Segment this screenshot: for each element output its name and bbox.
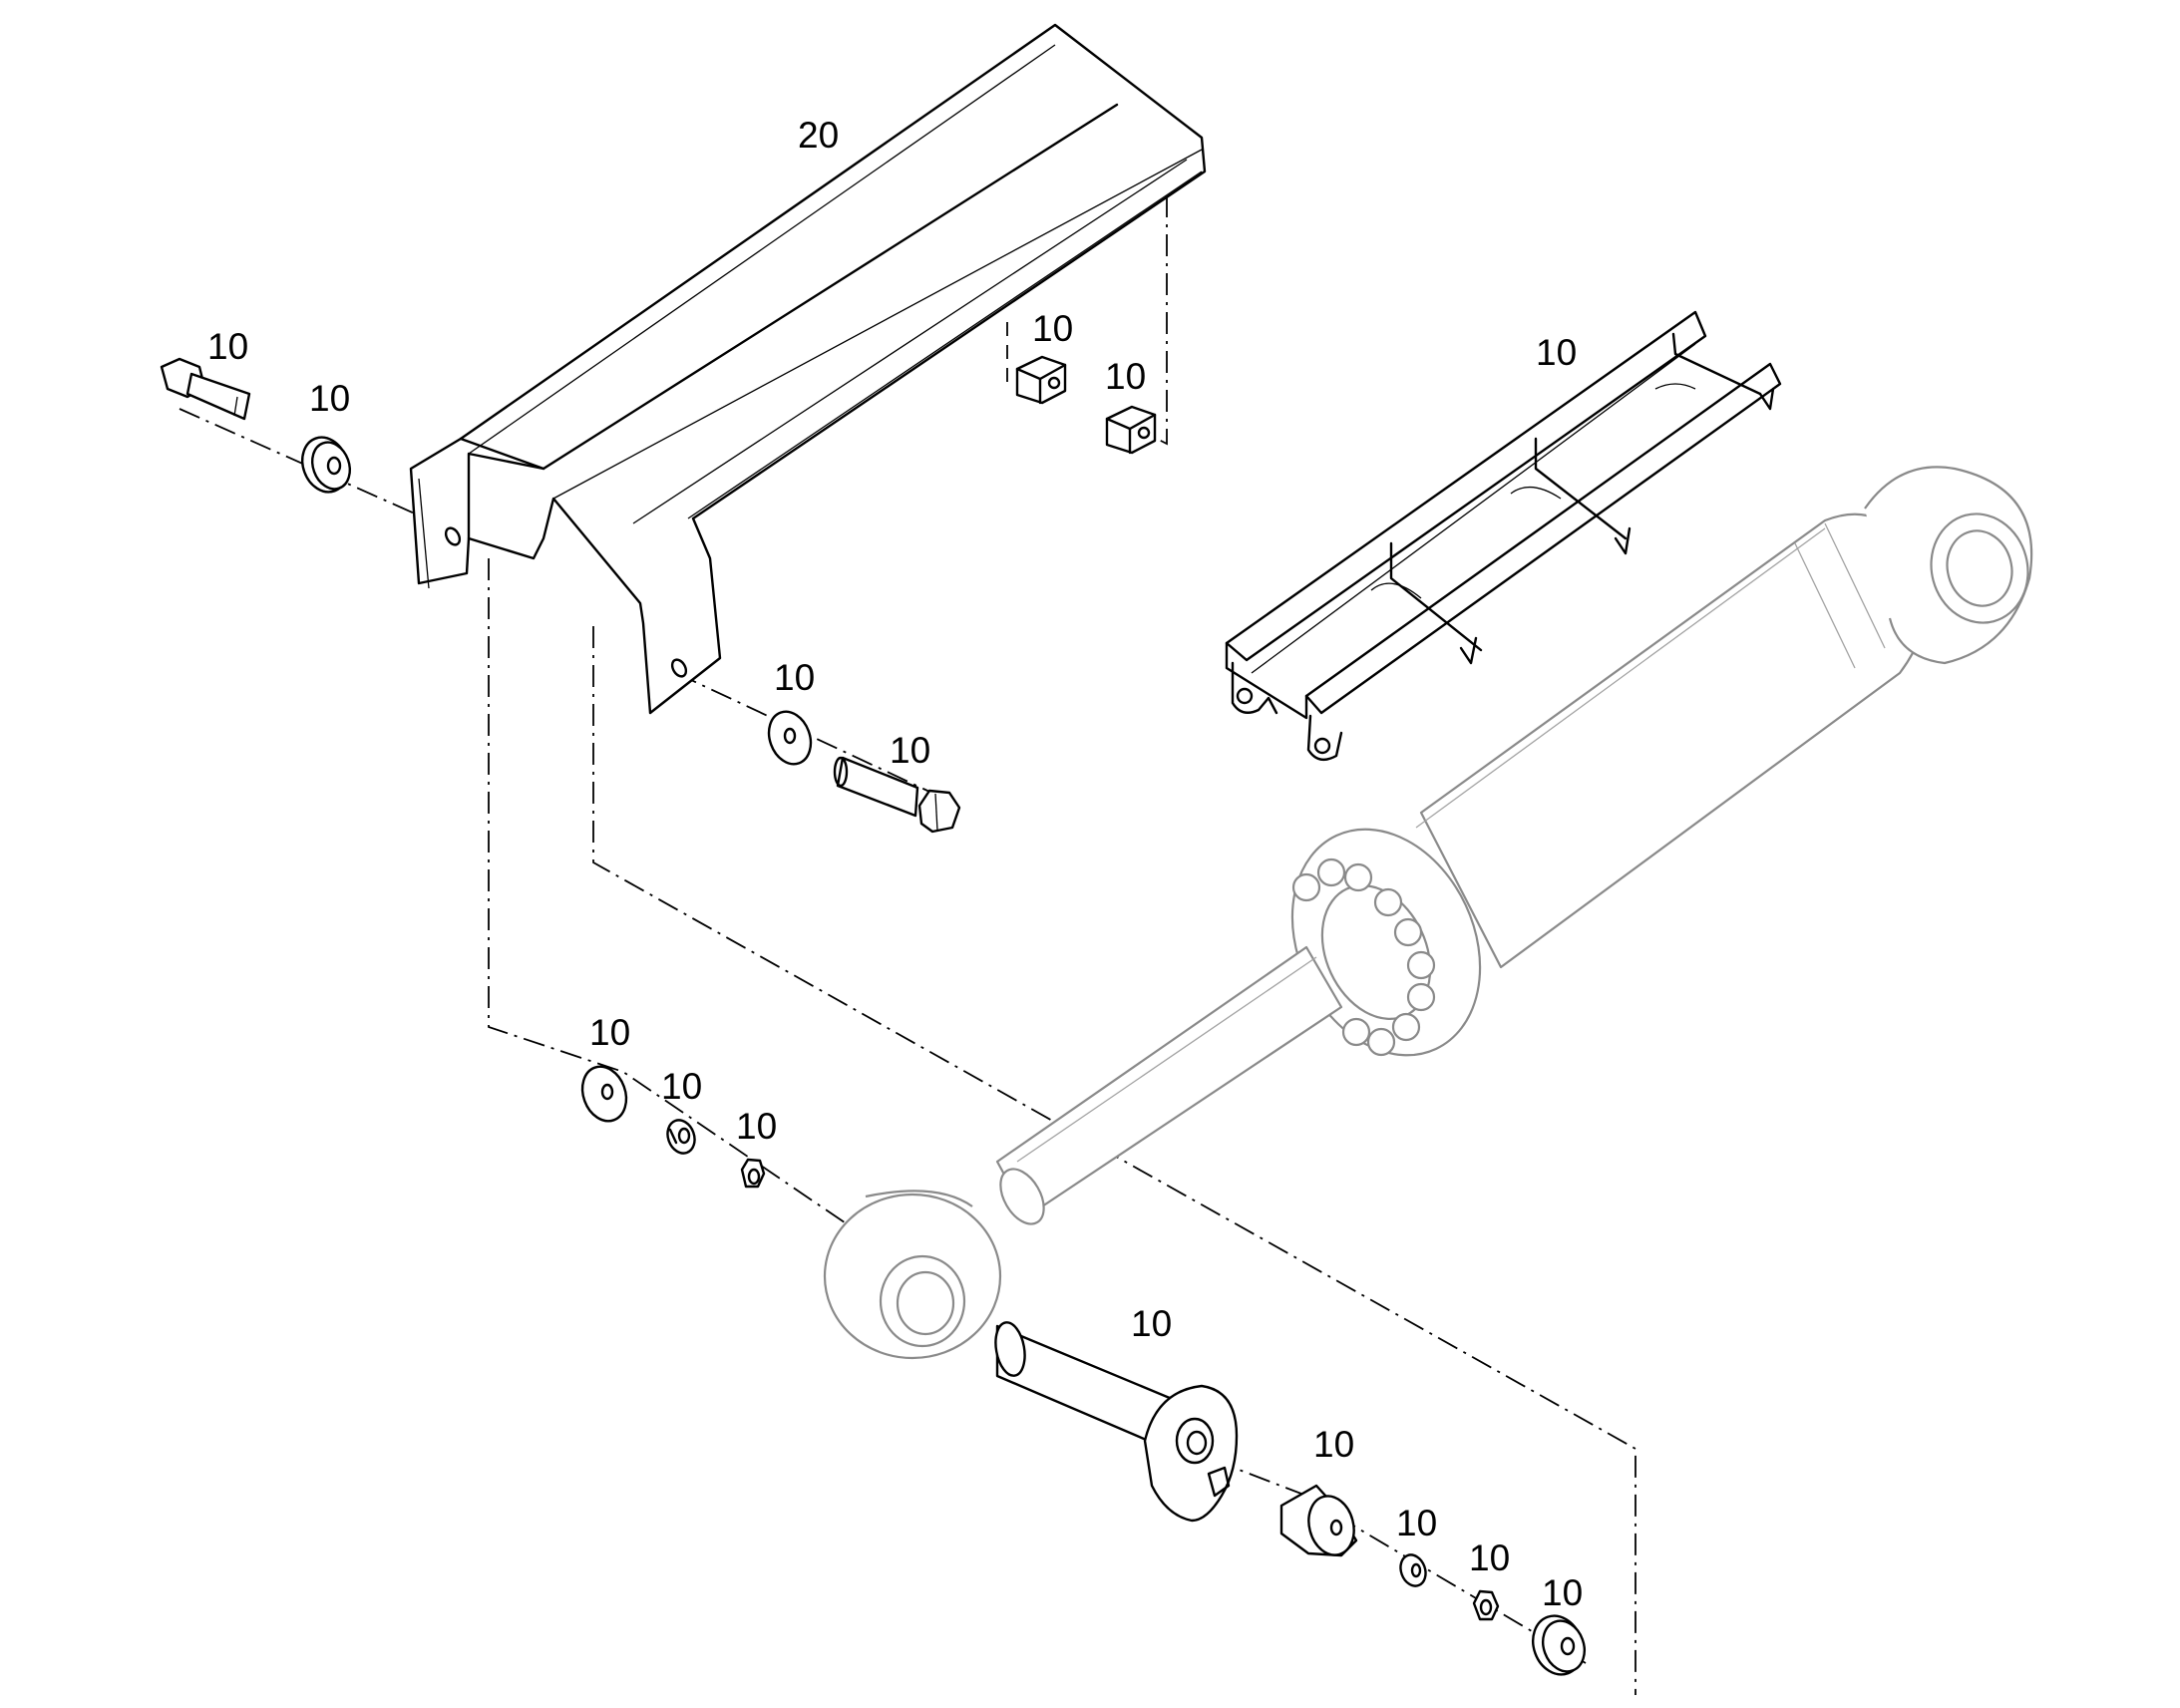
callout-nut-lower-right: 10 (1469, 1537, 1510, 1578)
callout-frame: 10 (1536, 332, 1577, 373)
hex-bolt-mid (833, 756, 961, 834)
hydraulic-cylinder (823, 466, 2033, 1360)
callout-washer-mid: 10 (774, 657, 815, 698)
callout-pin: 10 (1131, 1303, 1172, 1344)
callout-block-nut-a: 10 (1032, 308, 1073, 349)
callout-lockwasher-lower-right: 10 (1396, 1503, 1437, 1543)
callout-nut-lower-left: 10 (736, 1106, 777, 1147)
mounting-frame (1225, 310, 1782, 762)
callout-lockwasher-lower-left: 10 (661, 1066, 702, 1107)
callout-washer-lower-left: 10 (589, 1012, 630, 1053)
washer-mid (767, 710, 813, 766)
callout-cover: 20 (798, 115, 839, 156)
callout-washer-top-left: 10 (309, 378, 350, 419)
nut-lower-right (1472, 1589, 1500, 1621)
washer-lower-left (580, 1065, 628, 1123)
callout-labels: 20 10 10 10 10 10 10 10 10 10 10 10 10 1… (207, 115, 1583, 1613)
block-nut-a (1015, 355, 1067, 405)
lockwasher-lower-left (666, 1119, 696, 1155)
flange-bolts (1291, 857, 1436, 1057)
callout-block-nut-b: 10 (1105, 356, 1146, 397)
pin (994, 1321, 1239, 1523)
lockwasher-lower-right (1399, 1553, 1427, 1587)
callout-bolt-top-left: 10 (207, 326, 248, 367)
callout-bushing: 10 (1313, 1424, 1354, 1465)
bushing (1279, 1484, 1358, 1557)
washer-top-left (301, 436, 352, 494)
cover-plate (409, 23, 1207, 715)
callout-bolt-mid: 10 (890, 730, 930, 771)
washer-lower-right (1532, 1614, 1586, 1676)
callout-washer-lower-right: 10 (1542, 1572, 1583, 1613)
nut-lower-left (740, 1158, 766, 1189)
hex-bolt-top-left (160, 357, 251, 421)
block-nut-b (1105, 405, 1157, 455)
